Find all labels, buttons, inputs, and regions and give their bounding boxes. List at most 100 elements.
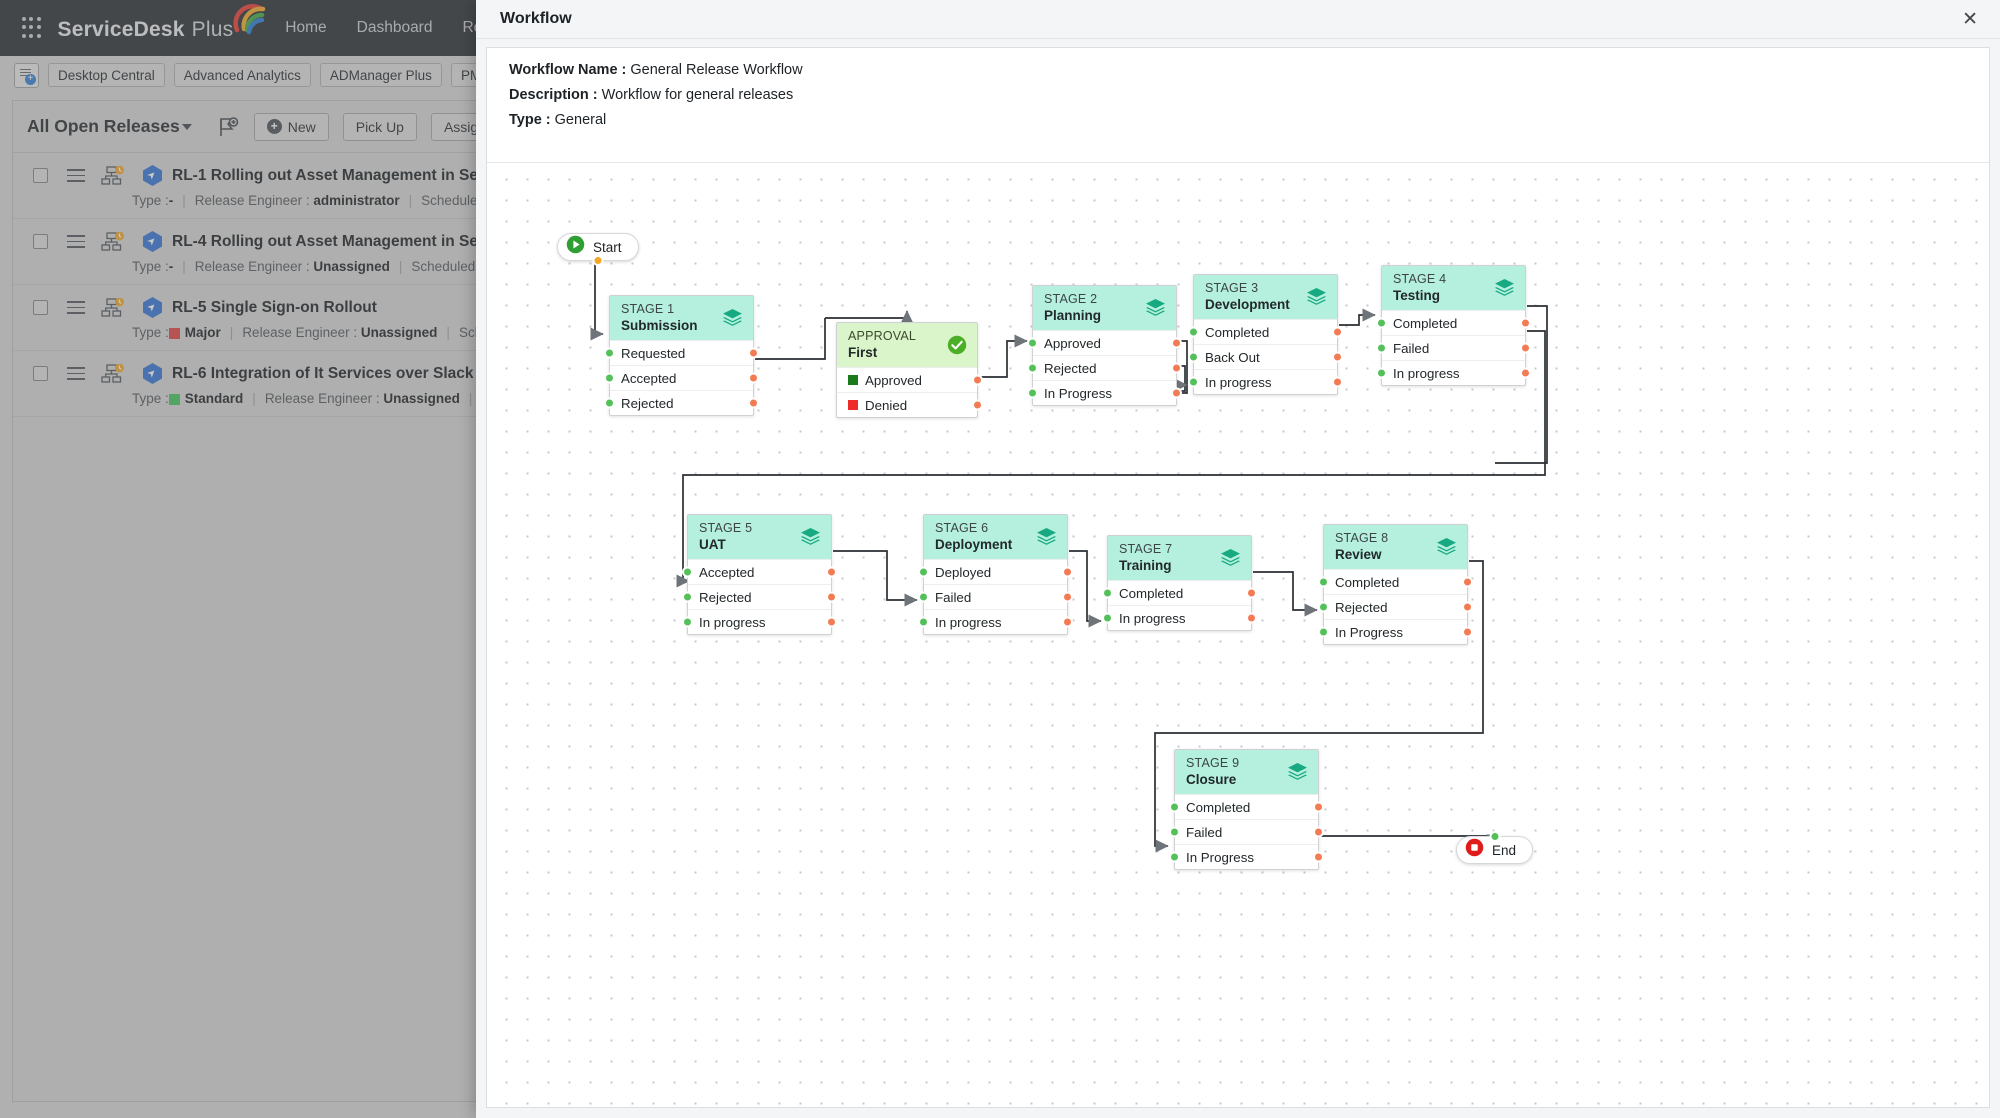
row-checkbox[interactable] bbox=[33, 168, 48, 183]
node-status-row[interactable]: Completed bbox=[1318, 569, 1473, 594]
workflow-tree-icon[interactable] bbox=[101, 231, 125, 252]
node-status-row[interactable]: Approved bbox=[1027, 330, 1182, 355]
node-status-row[interactable]: Rejected bbox=[604, 390, 759, 415]
node-status-row[interactable]: Accepted bbox=[604, 365, 759, 390]
node-output-port[interactable] bbox=[1171, 387, 1182, 399]
node-status-row[interactable]: In Progress bbox=[1027, 380, 1182, 405]
node-input-port[interactable] bbox=[1102, 587, 1113, 599]
node-input-port[interactable] bbox=[682, 616, 693, 628]
node-status-row[interactable]: Failed bbox=[1169, 819, 1324, 844]
node-status-row[interactable]: In progress bbox=[918, 609, 1073, 634]
node-output-port[interactable] bbox=[826, 616, 837, 628]
node-status-row[interactable]: Failed bbox=[918, 584, 1073, 609]
product-tab-advanced-analytics[interactable]: Advanced Analytics bbox=[173, 63, 311, 87]
node-input-port[interactable] bbox=[682, 591, 693, 603]
node-status-row[interactable]: Rejected bbox=[1318, 594, 1473, 619]
terminal-port[interactable] bbox=[1489, 831, 1501, 842]
node-output-port[interactable] bbox=[1462, 576, 1473, 588]
node-output-port[interactable] bbox=[1520, 317, 1531, 329]
node-input-port[interactable] bbox=[1169, 851, 1180, 863]
node-input-port[interactable] bbox=[1188, 376, 1199, 388]
release-title[interactable]: RL-5 Single Sign-on Rollout bbox=[172, 298, 377, 316]
node-output-port[interactable] bbox=[748, 397, 759, 409]
row-menu-icon[interactable] bbox=[67, 232, 85, 251]
node-output-port[interactable] bbox=[1332, 351, 1343, 363]
row-checkbox[interactable] bbox=[33, 300, 48, 315]
node-status-row[interactable]: Rejected bbox=[1027, 355, 1182, 380]
release-title[interactable]: RL-6 Integration of It Services over Sla… bbox=[172, 364, 474, 382]
node-status-row[interactable]: In Progress bbox=[1318, 619, 1473, 644]
node-output-port[interactable] bbox=[826, 591, 837, 603]
node-status-row[interactable]: Completed bbox=[1376, 310, 1531, 335]
row-menu-icon[interactable] bbox=[67, 364, 85, 383]
node-status-row[interactable]: Requested bbox=[604, 340, 759, 365]
node-input-port[interactable] bbox=[1318, 626, 1329, 638]
row-menu-icon[interactable] bbox=[67, 298, 85, 317]
node-output-port[interactable] bbox=[1462, 601, 1473, 613]
node-input-port[interactable] bbox=[1318, 601, 1329, 613]
node-status-row[interactable]: Rejected bbox=[682, 584, 837, 609]
node-output-port[interactable] bbox=[1332, 376, 1343, 388]
node-output-port[interactable] bbox=[1062, 616, 1073, 628]
node-status-row[interactable]: In progress bbox=[1188, 369, 1343, 394]
pick-up-button[interactable]: Pick Up bbox=[342, 112, 417, 141]
node-status-row[interactable]: Completed bbox=[1102, 580, 1257, 605]
terminal-port[interactable] bbox=[592, 255, 604, 266]
node-output-port[interactable] bbox=[748, 347, 759, 359]
node-output-port[interactable] bbox=[1313, 801, 1324, 813]
node-input-port[interactable] bbox=[682, 566, 693, 578]
node-input-port[interactable] bbox=[604, 372, 615, 384]
node-input-port[interactable] bbox=[1027, 362, 1038, 374]
add-view-flag-icon[interactable] bbox=[216, 115, 240, 139]
close-icon[interactable]: ✕ bbox=[1962, 8, 1978, 30]
row-checkbox[interactable] bbox=[33, 234, 48, 249]
workflow-terminal-end[interactable]: End bbox=[1456, 831, 1534, 864]
workflow-tree-icon[interactable] bbox=[101, 297, 125, 318]
product-tab-admanager-plus[interactable]: ADManager Plus bbox=[319, 63, 442, 87]
node-input-port[interactable] bbox=[1027, 387, 1038, 399]
node-output-port[interactable] bbox=[1313, 851, 1324, 863]
node-output-port[interactable] bbox=[1332, 326, 1343, 338]
node-input-port[interactable] bbox=[918, 616, 929, 628]
node-input-port[interactable] bbox=[1027, 337, 1038, 349]
node-input-port[interactable] bbox=[1188, 351, 1199, 363]
node-status-row[interactable]: Completed bbox=[1188, 319, 1343, 344]
node-status-row[interactable]: Accepted bbox=[682, 559, 837, 584]
node-status-row[interactable]: Denied bbox=[837, 392, 983, 417]
node-output-port[interactable] bbox=[748, 372, 759, 384]
product-tab-desktop-central[interactable]: Desktop Central bbox=[48, 63, 165, 87]
node-input-port[interactable] bbox=[918, 566, 929, 578]
node-output-port[interactable] bbox=[1520, 367, 1531, 379]
node-input-port[interactable] bbox=[1318, 576, 1329, 588]
node-status-row[interactable]: Approved bbox=[837, 367, 983, 392]
node-status-row[interactable]: Failed bbox=[1376, 335, 1531, 360]
node-output-port[interactable] bbox=[972, 399, 983, 411]
node-output-port[interactable] bbox=[1246, 587, 1257, 599]
node-output-port[interactable] bbox=[1313, 826, 1324, 838]
workflow-tree-icon[interactable] bbox=[101, 165, 125, 186]
node-output-port[interactable] bbox=[1062, 591, 1073, 603]
node-output-port[interactable] bbox=[1171, 362, 1182, 374]
node-input-port[interactable] bbox=[604, 397, 615, 409]
node-output-port[interactable] bbox=[972, 374, 983, 386]
node-input-port[interactable] bbox=[1376, 317, 1387, 329]
nav-item-home[interactable]: Home bbox=[285, 19, 327, 36]
workflow-tree-icon[interactable] bbox=[101, 363, 125, 384]
new-button[interactable]: + New bbox=[253, 112, 329, 141]
node-status-row[interactable]: In progress bbox=[682, 609, 837, 634]
node-status-row[interactable]: In Progress bbox=[1169, 844, 1324, 869]
node-input-port[interactable] bbox=[1376, 342, 1387, 354]
node-output-port[interactable] bbox=[1520, 342, 1531, 354]
row-menu-icon[interactable] bbox=[67, 166, 85, 185]
new-document-icon[interactable]: + bbox=[14, 62, 39, 88]
node-output-port[interactable] bbox=[1246, 612, 1257, 624]
